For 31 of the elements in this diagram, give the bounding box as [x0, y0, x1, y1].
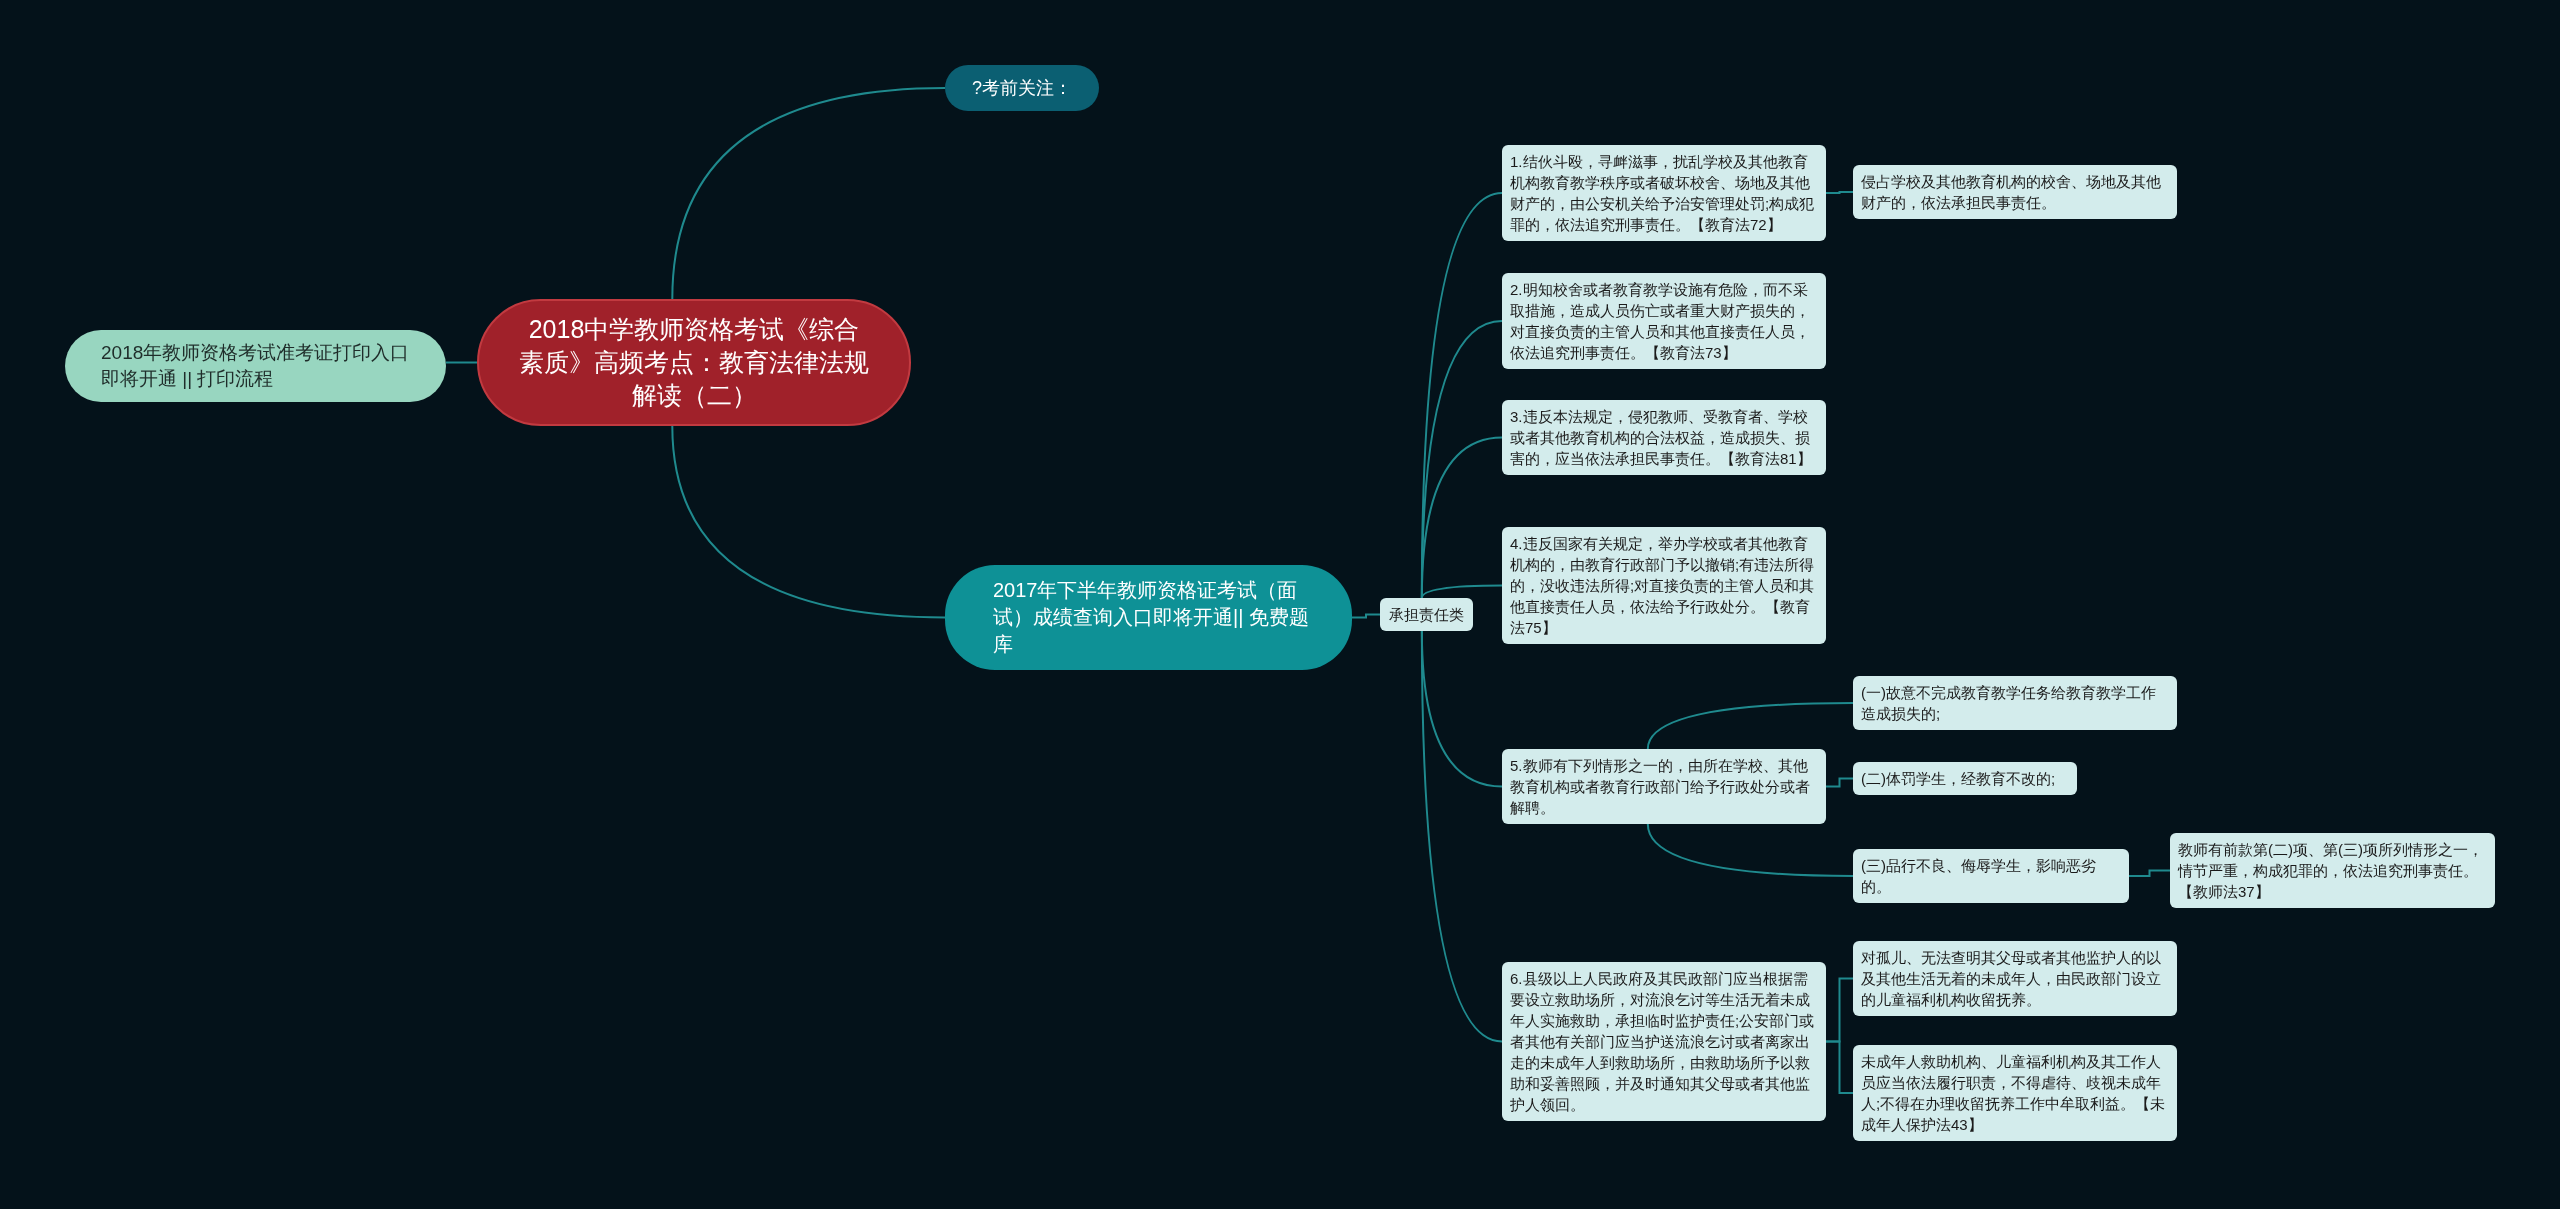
text-card: (三)品行不良、侮辱学生，影响恶劣的。	[1853, 849, 2129, 903]
text-card: (一)故意不完成教育教学任务给教育教学工作造成损失的;	[1853, 676, 2177, 730]
connector-line	[1825, 777, 1854, 788]
connector-line	[1825, 1040, 1854, 1094]
connector-line	[1646, 702, 1854, 750]
topic-pill: 2018年教师资格考试准考证打印入口即将开通 || 打印流程	[65, 330, 446, 402]
text-card: 4.违反国家有关规定，举办学校或者其他教育机构的，由教育行政部门予以撤销;有违法所得的，没收违法所得;对直接负责的主管人员和其他直接责任人员，依法给予行政处分。【教育法75】	[1502, 527, 1826, 644]
text-card: 5.教师有下列情形之一的，由所在学校、其他教育机构或者教育行政部门给予行政处分或者解聘。	[1502, 749, 1826, 824]
topic-pill: 2018中学教师资格考试《综合素质》高频考点：教育法律法规解读（二）	[477, 299, 911, 426]
text-card: 2.明知校舍或者教育教学设施有危险，而不采取措施，造成人员伤亡或者重大财产损失的，对直接负责的主管人员和其他直接责任人员，依法追究刑事责任。【教育法73】	[1502, 273, 1826, 369]
topic-pill: ?考前关注：	[945, 65, 1099, 111]
topic-pill: 2017年下半年教师资格证考试（面试）成绩查询入口即将开通|| 免费题库	[945, 565, 1352, 670]
text-card: 对孤儿、无法查明其父母或者其他监护人的以及其他生活无着的未成年人，由民政部门设立的儿童福利机构收留抚养。	[1853, 941, 2177, 1016]
connector-line	[671, 87, 946, 300]
text-card: 6.县级以上人民政府及其民政部门应当根据需要设立救助场所，对流浪乞讨等生活无着未成年人实施救助，承担临时监护责任;公安部门或者其他有关部门应当护送流浪乞讨或者离家出走的未成年人到救助场所，由救助场所予以救助和妥善照顾，并及时通知其父母或者其他监护人领回。	[1502, 962, 1826, 1121]
connector-line	[1420, 436, 1503, 599]
text-card: 1.结伙斗殴，寻衅滋事，扰乱学校及其他教育机构教育教学秩序或者破坏校舍、场地及其他财产的，由公安机关给予治安管理处罚;构成犯罪的，依法追究刑事责任。【教育法72】	[1502, 145, 1826, 241]
connector-line	[445, 361, 478, 364]
text-card: 未成年人救助机构、儿童福利机构及其工作人员应当依法履行职责，不得虐待、歧视未成年人;不得在办理收留抚养工作中牟取利益。【未成年人保护法43】	[1853, 1045, 2177, 1141]
connector-line	[671, 425, 946, 619]
connector-line	[1420, 584, 1503, 599]
connector-line	[1351, 613, 1381, 619]
category-label: 承担责任类	[1380, 598, 1473, 631]
text-card: (二)体罚学生，经教育不改的;	[1853, 762, 2077, 795]
text-card: 侵占学校及其他教育机构的校舍、场地及其他财产的，依法承担民事责任。	[1853, 165, 2177, 219]
connector-line	[1420, 630, 1503, 1043]
text-card: 教师有前款第(二)项、第(三)项所列情形之一，情节严重，构成犯罪的，依法追究刑事责任。【教师法37】	[2170, 833, 2495, 908]
connector-line	[1825, 191, 1854, 194]
connector-line	[1646, 823, 1854, 877]
text-card: 3.违反本法规定，侵犯教师、受教育者、学校或者其他教育机构的合法权益，造成损失、损害的，应当依法承担民事责任。【教育法81】	[1502, 400, 1826, 475]
connector-line	[2128, 869, 2171, 877]
